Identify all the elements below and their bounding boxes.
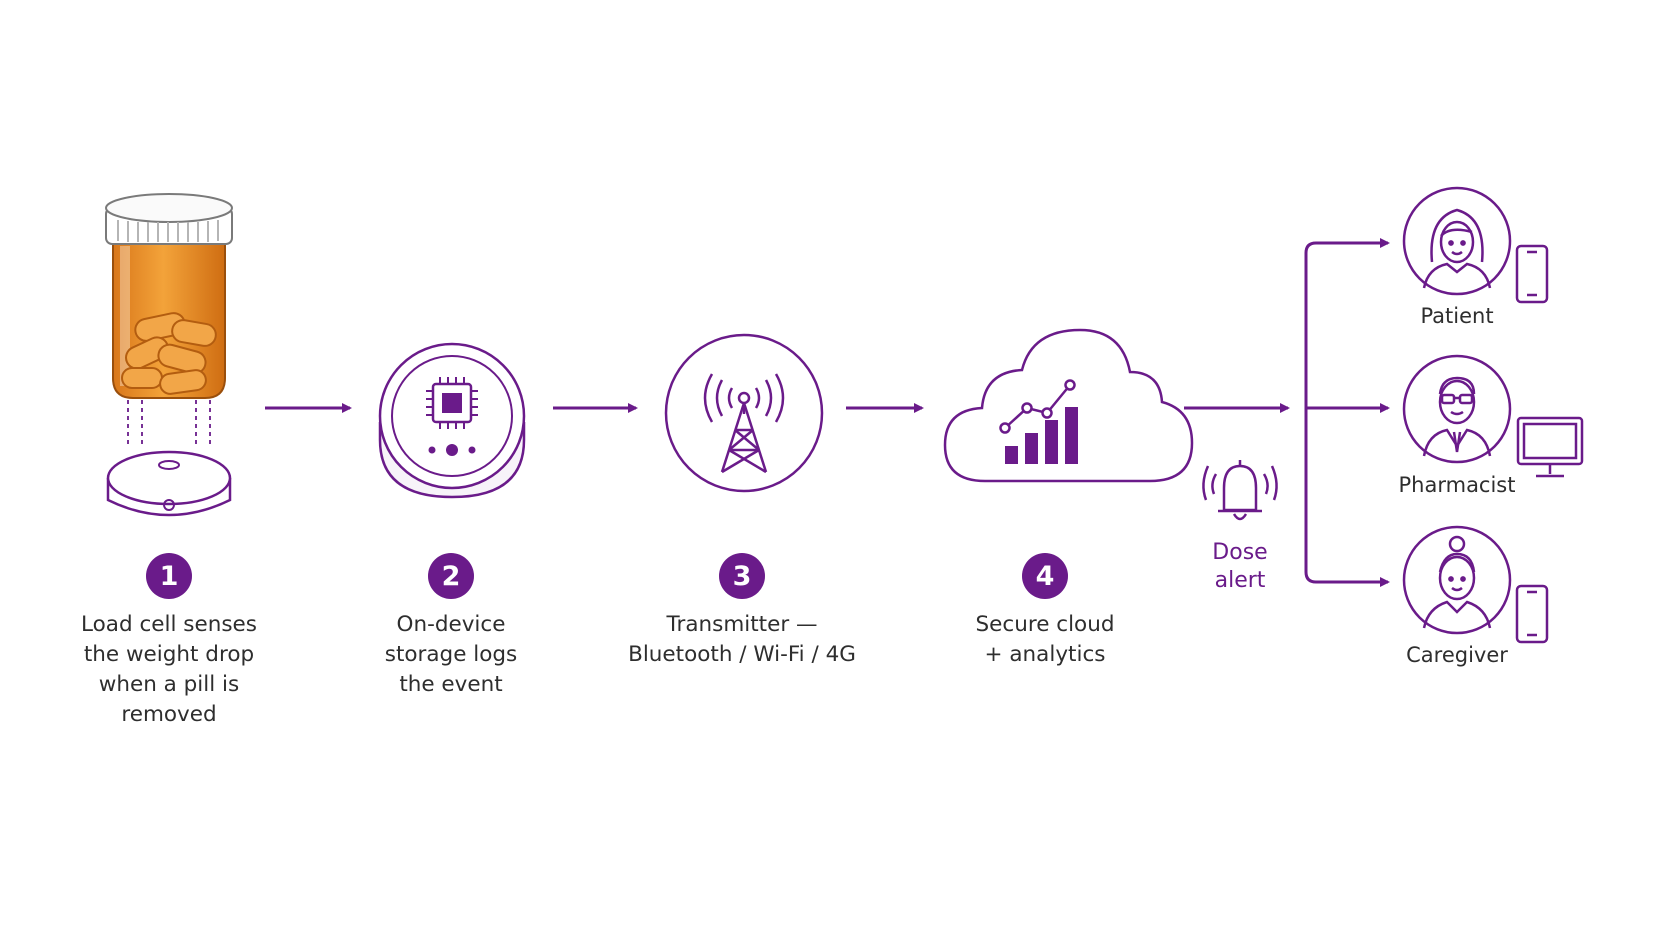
- cloud-analytics-icon: [943, 328, 1194, 483]
- recipient-label-patient: Patient: [1420, 304, 1494, 328]
- branch-connector: [1304, 241, 1385, 584]
- recipient-label-caregiver: Caregiver: [1406, 643, 1508, 667]
- step-badge-3: 3: [719, 553, 765, 599]
- step-caption-4: Secure cloud + analytics: [975, 612, 1115, 667]
- step-badge-2: 2: [428, 553, 474, 599]
- pharmacist-avatar-icon: [1402, 354, 1512, 464]
- smartphone-icon: [1515, 244, 1549, 304]
- step-badge-4: 4: [1022, 553, 1068, 599]
- dose-alert-label: Dose alert: [1212, 540, 1268, 593]
- transmitter-tower-icon: [664, 333, 824, 493]
- step-caption-2: On-device storage logs the event: [384, 612, 518, 697]
- caregiver-avatar-icon: [1402, 525, 1512, 635]
- step-caption-3: Transmitter — Bluetooth / Wi-Fi / 4G: [628, 612, 856, 667]
- patient-avatar-icon: [1402, 186, 1512, 296]
- pill-bottle-load-cell-icon: [105, 193, 233, 517]
- recipient-label-pharmacist: Pharmacist: [1398, 473, 1516, 497]
- chip-storage-device-icon: [378, 342, 526, 499]
- desktop-monitor-icon: [1516, 416, 1584, 478]
- step-badge-1: 1: [146, 553, 192, 599]
- step-caption-1: Load cell senses the weight drop when a …: [81, 612, 257, 727]
- bell-icon: [1202, 460, 1278, 521]
- smartphone-icon: [1515, 584, 1549, 644]
